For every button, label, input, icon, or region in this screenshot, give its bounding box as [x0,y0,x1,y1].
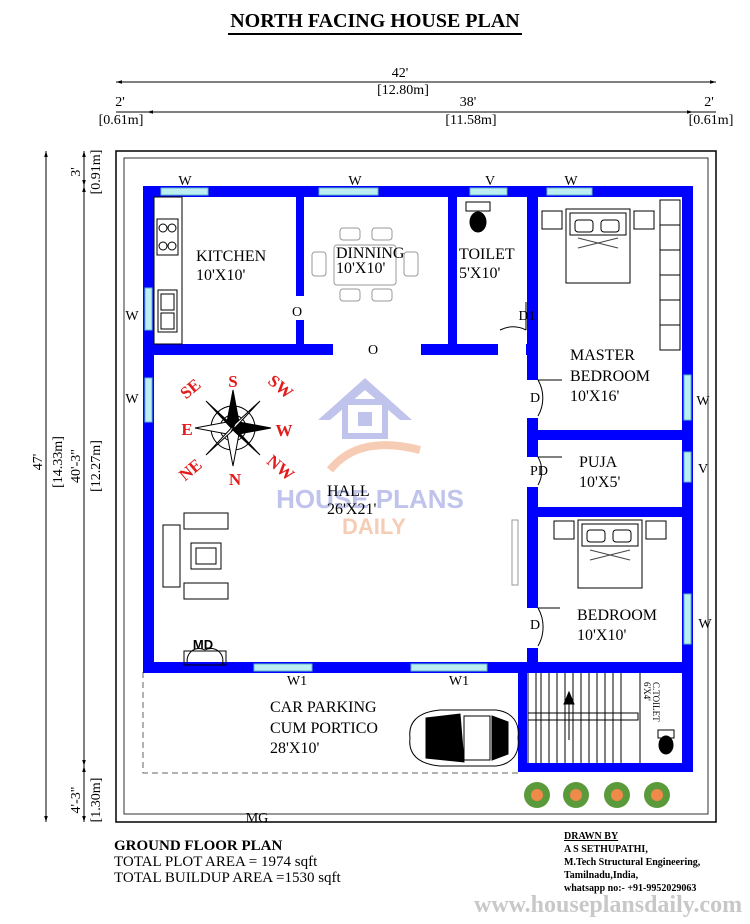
opening-label-kitchen: O [292,305,302,320]
window-label-hall-w1-right: W1 [449,674,469,689]
door-label-bedroom: D [530,618,540,633]
door-swings [499,302,562,647]
tv-unit [511,519,519,586]
compass-e: E [181,420,192,439]
bedroom-bed [553,519,667,589]
dim-inner-width: 38' [460,95,477,110]
windows [144,187,692,672]
dim-right-margin-m: [0.61m] [689,113,734,128]
door-label-master: D [530,391,540,406]
dim-total-depth-m: [14.33m] [51,436,66,488]
website-watermark: www.houseplansdaily.com [474,892,743,918]
dim-top-margin-m: [0.91m] [89,150,104,195]
kitchen-label: KITCHEN [196,248,267,265]
master-label-1: MASTER [570,347,635,364]
dim-total-width-m: [12.80m] [377,83,429,98]
hall-sofa [162,512,229,600]
credits-name: A S SETHUPATHI, [564,844,648,855]
credits-qualification: M.Tech Structural Engineering, [564,857,701,868]
toilet-fixture [465,201,491,233]
kitchen-size: 10'X10' [196,267,245,284]
total-plot-area: TOTAL PLOT AREA = 1974 sqft [114,854,318,870]
total-buildup-area: TOTAL BUILDUP AREA =1530 sqft [114,870,341,886]
window-label-master-right: W [696,394,710,409]
compass-nw: NW [263,451,298,484]
dim-left-margin: 2' [115,95,125,110]
toilet-size: 5'X10' [459,265,500,282]
window-label-hall-left: W [125,392,139,407]
kitchen-counter [153,196,183,345]
dining-table [311,227,419,302]
staircase [527,673,675,763]
dim-left-margin-m: [0.61m] [99,113,144,128]
dim-bottom-margin: 4'-3" [69,787,84,814]
dim-inner-width-m: [11.58m] [445,113,496,128]
puja-label: PUJA [579,454,618,471]
window-label-master-top: W [564,174,578,189]
bedroom-size: 10'X10' [577,627,626,644]
garden-plants [524,782,670,808]
compass-sw: SW [264,371,296,403]
hall-label: HALL [327,483,370,500]
parking-label-1: CAR PARKING [270,699,377,716]
door-openings [296,296,538,648]
main-door [183,647,227,666]
window-label-kitchen-left: W [125,309,139,324]
wardrobe [659,199,681,351]
compass-ne: NE [175,455,205,485]
window-label-hall-w1-left: W1 [287,674,307,689]
door-label-toilet: D1 [518,309,535,324]
plot-inner-boundary [123,157,709,815]
dim-total-width: 42' [392,66,409,81]
car [409,709,519,767]
compass-se: SE [176,375,204,403]
main-door-label: MD [193,637,213,652]
plot-boundary [115,150,717,823]
puja-size: 10'X5' [579,474,620,491]
window-label-dinning-top: W [348,174,362,189]
window-label-kitchen-top: W [178,174,192,189]
compass-w: W [276,421,293,440]
watermark-logo: HOUSE PLANS DAILY [276,378,464,539]
dim-inner-depth: 40'-3" [69,449,84,483]
hall-size: 26'X21' [327,501,376,518]
main-gate-label: MG [246,811,269,826]
vent-label-puja: V [698,462,708,477]
opening-label-dinning: O [368,343,378,358]
credits-block: DRAWN BY A S SETHUPATHI, M.Tech Structur… [564,830,700,895]
svg-text:HOUSE PLANS: HOUSE PLANS [276,484,464,514]
compass-s: S [228,372,237,391]
ground-floor-info: GROUND FLOOR PLAN TOTAL PLOT AREA = 1974… [114,838,341,886]
dim-top-margin: 3' [69,167,84,177]
plan-title: NORTH FACING HOUSE PLAN [0,10,750,35]
master-label-2: BEDROOM [570,368,650,385]
dinning-label: DINNING [336,245,405,262]
ctoilet-label: C.TOILET [651,682,661,722]
master-bed [541,208,655,284]
dim-bottom-margin-m: [1.30m] [89,778,104,823]
credits-whatsapp: whatsapp no:- +91-9952029063 [564,883,697,894]
svg-text:DAILY: DAILY [342,514,406,539]
window-label-bedroom-right: W [698,617,712,632]
compass-rose [194,389,272,467]
dim-right-margin: 2' [704,95,714,110]
dinning-size: 10'X10' [336,260,385,277]
compass-n: N [229,470,242,489]
portico-area [142,672,518,774]
toilet-label: TOILET [459,246,515,263]
bedroom-label: BEDROOM [577,607,657,624]
dim-total-depth: 47' [31,454,46,471]
master-size: 10'X16' [570,388,619,405]
ctoilet-size: 6'X4' [642,682,652,701]
ground-floor-heading: GROUND FLOOR PLAN [114,838,283,854]
parking-label-2: CUM PORTICO [270,720,378,737]
dim-inner-depth-m: [12.27m] [89,440,104,492]
credits-location: Tamilnadu,India, [564,870,639,881]
credits-heading: DRAWN BY [564,831,619,842]
door-label-puja: PD [530,464,548,479]
vent-label-toilet: V [485,174,495,189]
parking-size: 28'X10' [270,740,319,757]
